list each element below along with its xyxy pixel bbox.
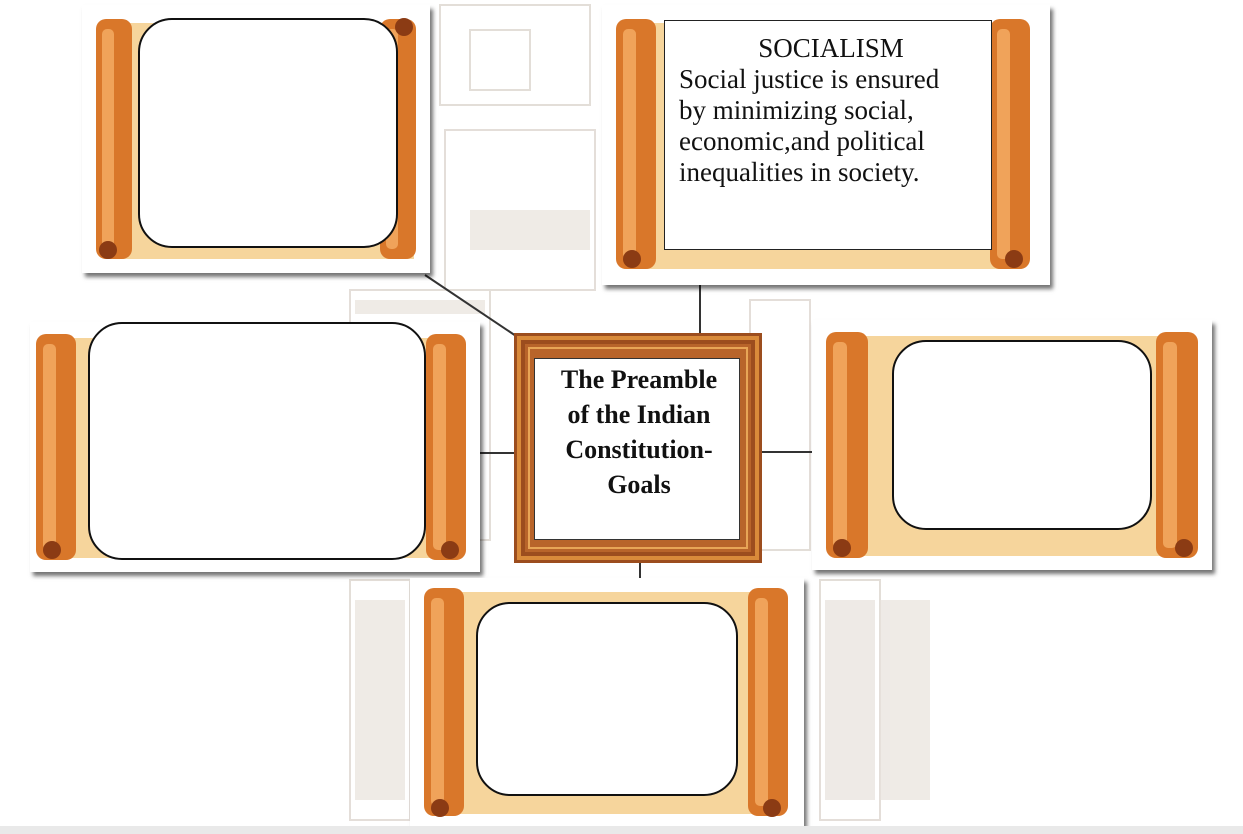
center-title-box: [534, 358, 740, 540]
scroll-card-bottom: [410, 578, 804, 826]
empty-panel: [88, 322, 426, 560]
scroll-card-top-left: [82, 5, 430, 273]
scroll-card-middle-left: [30, 322, 480, 572]
bottom-strip: [0, 826, 1243, 834]
center-title-line-2: of the Indian: [567, 400, 711, 429]
socialism-textbox: SOCIALISM Social justice is ensured by m…: [664, 20, 992, 250]
center-title-line-3: Constitution-: [565, 435, 713, 464]
socialism-line-3: economic,and political: [679, 126, 925, 156]
socialism-line-4: inequalities in society.: [679, 157, 920, 187]
empty-panel: [892, 340, 1152, 530]
empty-panel: [476, 602, 738, 796]
scroll-card-middle-right: [812, 320, 1212, 570]
center-title-line-1: The Preamble: [560, 365, 718, 394]
empty-panel: [138, 18, 398, 248]
socialism-heading: SOCIALISM: [758, 33, 904, 63]
socialism-line-2: by minimizing social,: [679, 95, 914, 125]
center-title-line-4: Goals: [607, 470, 671, 499]
center-title: The Preamble of the Indian Constitution-…: [534, 362, 744, 502]
socialism-line-1: Social justice is ensured: [679, 64, 940, 94]
